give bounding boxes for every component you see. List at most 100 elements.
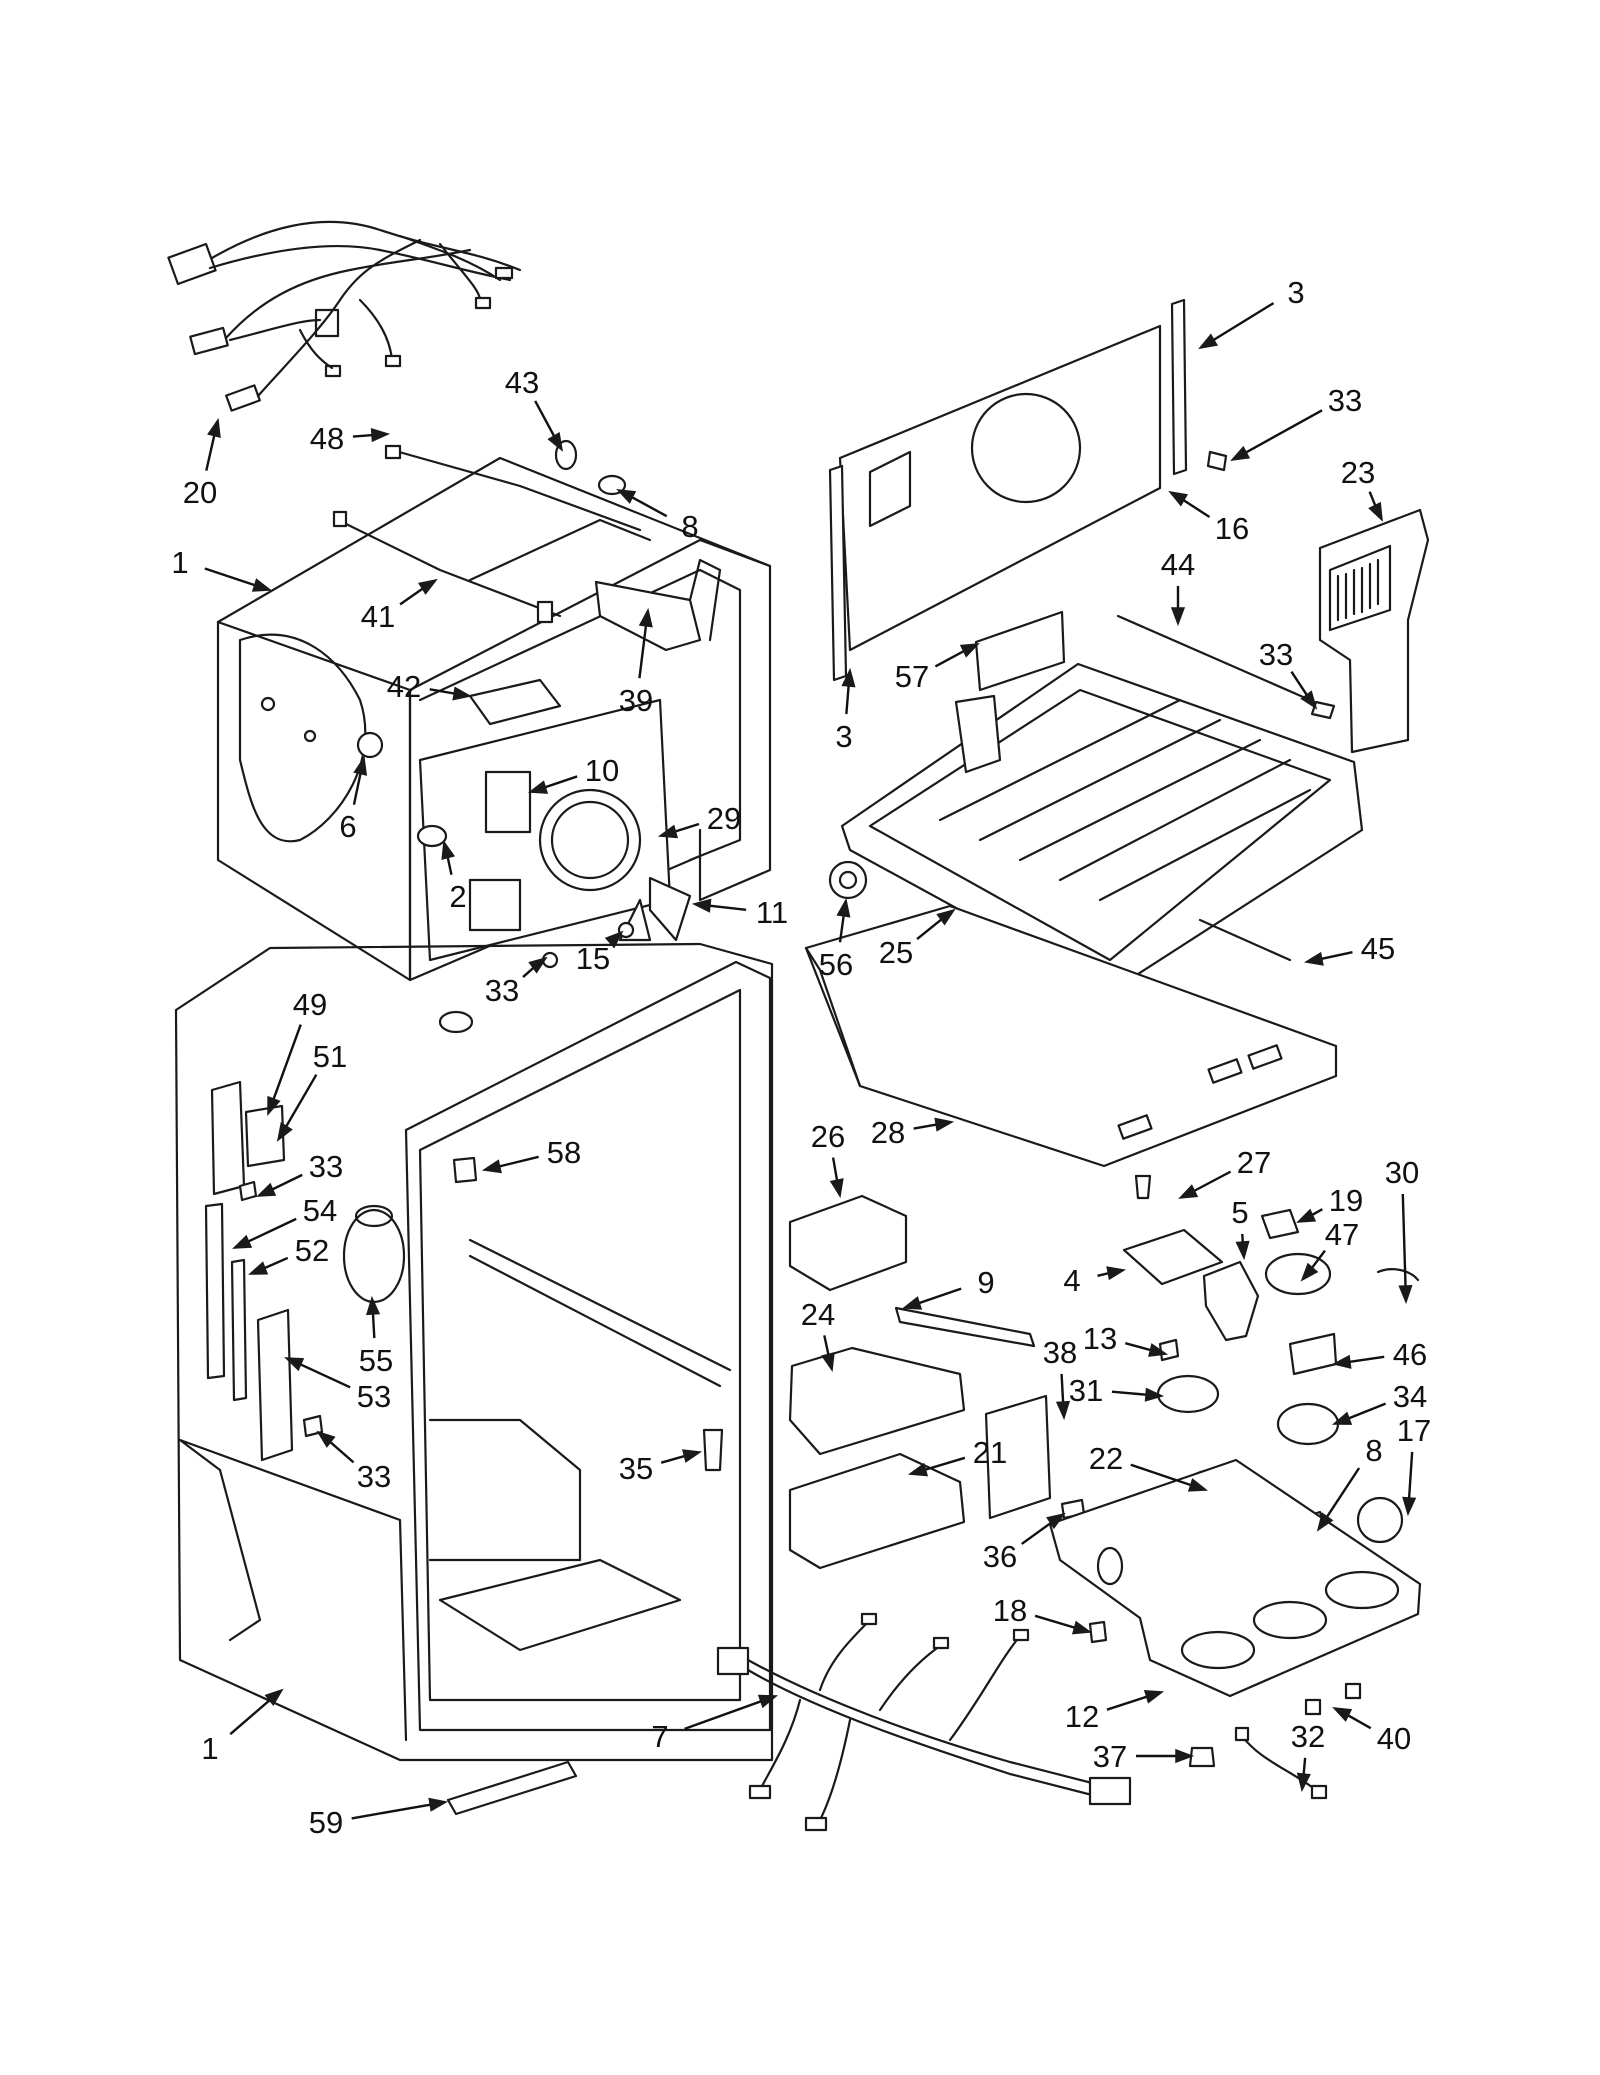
callout-number: 45 [1361, 931, 1395, 966]
wire-harness-upper [167, 220, 522, 412]
leader-arrowhead [1300, 1262, 1319, 1282]
leader-arrowhead [757, 1694, 779, 1709]
leader-line [204, 567, 261, 589]
leader-arrowhead [267, 1095, 281, 1116]
callout-number: 33 [1259, 637, 1293, 672]
leader-arrowhead [1175, 1748, 1195, 1764]
leader-line [638, 619, 648, 679]
leader-arrowhead [901, 1296, 923, 1310]
callout-number: 36 [983, 1539, 1017, 1574]
callout-number: 47 [1325, 1217, 1359, 1252]
leader-arrowhead [316, 1430, 336, 1448]
clip-bracket [452, 1156, 478, 1184]
air-duct [594, 558, 722, 652]
callout-number: 35 [619, 1451, 653, 1486]
callout-number: 33 [309, 1149, 343, 1184]
leader-arrowhead [1331, 1354, 1352, 1369]
shield-bracket [468, 678, 562, 726]
callout-number: 33 [1328, 383, 1362, 418]
leader-arrowhead [366, 1295, 381, 1316]
leader-line [1407, 1451, 1414, 1505]
callout-number: 54 [303, 1193, 337, 1228]
gear-47 [1264, 1252, 1332, 1296]
motor-46 [1288, 1332, 1338, 1376]
callout-number: 44 [1161, 547, 1195, 582]
callout-number: 13 [1083, 1321, 1117, 1356]
grommet-37 [1188, 1746, 1216, 1768]
leader-arrowhead [821, 1352, 835, 1373]
callout-number: 7 [651, 1719, 668, 1754]
callout-number: 8 [1365, 1433, 1382, 1468]
leader-arrowhead [1198, 333, 1219, 350]
wire-harness-lower [716, 1612, 1132, 1832]
callout-number: 46 [1393, 1337, 1427, 1372]
callout-number: 32 [1291, 1719, 1325, 1754]
clip-40a [1304, 1698, 1322, 1716]
clip-40b [1344, 1682, 1362, 1700]
leader-arrowhead [959, 643, 980, 658]
callout-number: 33 [485, 973, 519, 1008]
callout-number: 42 [387, 669, 421, 704]
bracket-24 [788, 1346, 966, 1456]
leader-line [282, 1074, 318, 1133]
leader-arrowhead [207, 417, 221, 438]
callout-number: 55 [359, 1343, 393, 1378]
screw-cover [1134, 1174, 1152, 1200]
side-parts [204, 1080, 406, 1462]
lamp-socket-upper [554, 439, 627, 496]
callout-number: 11 [756, 895, 788, 930]
cup [702, 1428, 724, 1472]
leader-arrowhead [1398, 1285, 1413, 1305]
leader-line [534, 400, 558, 442]
leader-arrowhead [370, 428, 391, 443]
callout-number: 28 [871, 1115, 905, 1150]
callout-number: 1 [201, 1731, 218, 1766]
leader-arrowhead [256, 1182, 277, 1197]
leader-arrowhead [1296, 1772, 1311, 1793]
bracket-21 [788, 1452, 966, 1570]
callout-number: 37 [1093, 1739, 1127, 1774]
plate-38 [984, 1394, 1052, 1520]
leader-arrowhead [1148, 1343, 1169, 1357]
bottom-cover [804, 904, 1338, 1168]
callout-number: 6 [339, 809, 356, 844]
leader-line [703, 903, 747, 911]
callout-number: 18 [993, 1593, 1027, 1628]
wire-32 [1240, 1734, 1318, 1792]
leader-arrowhead [1230, 445, 1251, 462]
leader-arrowhead [276, 1122, 293, 1142]
leader-arrowhead [1300, 690, 1318, 710]
leader-line [626, 493, 668, 518]
leader-arrowhead [1368, 501, 1383, 522]
leader-arrowhead [934, 1117, 955, 1132]
callout-number: 48 [310, 421, 344, 456]
leader-arrowhead [481, 1159, 502, 1174]
lamp-bulb-17 [1356, 1496, 1404, 1544]
rod-bottom [446, 1760, 578, 1816]
leader-arrowhead [1235, 1240, 1250, 1261]
leader-arrowhead [1106, 1266, 1127, 1281]
callout-number: 51 [313, 1039, 347, 1074]
leader-arrowhead [441, 839, 456, 860]
fuse-18 [1088, 1620, 1108, 1644]
leader-arrowhead [1303, 951, 1324, 966]
leader-arrowhead [418, 578, 438, 595]
callout-number: 19 [1329, 1183, 1363, 1218]
callout-number: 57 [895, 659, 929, 694]
callout-number: 16 [1215, 511, 1249, 546]
leader-line [351, 1802, 437, 1820]
leader-arrowhead [353, 755, 368, 776]
leader-arrowhead [936, 908, 956, 926]
leader-line [242, 1217, 297, 1246]
leader-arrowhead [1071, 1620, 1093, 1635]
dispenser-housing [1048, 1458, 1422, 1698]
leader-line [1208, 302, 1275, 344]
callout-number: 23 [1341, 455, 1375, 490]
leader-line [1106, 1693, 1153, 1711]
callout-number: 59 [309, 1805, 343, 1840]
leader-arrowhead [1168, 490, 1189, 507]
leader-line [205, 429, 217, 471]
callout-number: 41 [361, 599, 395, 634]
callout-number: 20 [183, 475, 217, 510]
